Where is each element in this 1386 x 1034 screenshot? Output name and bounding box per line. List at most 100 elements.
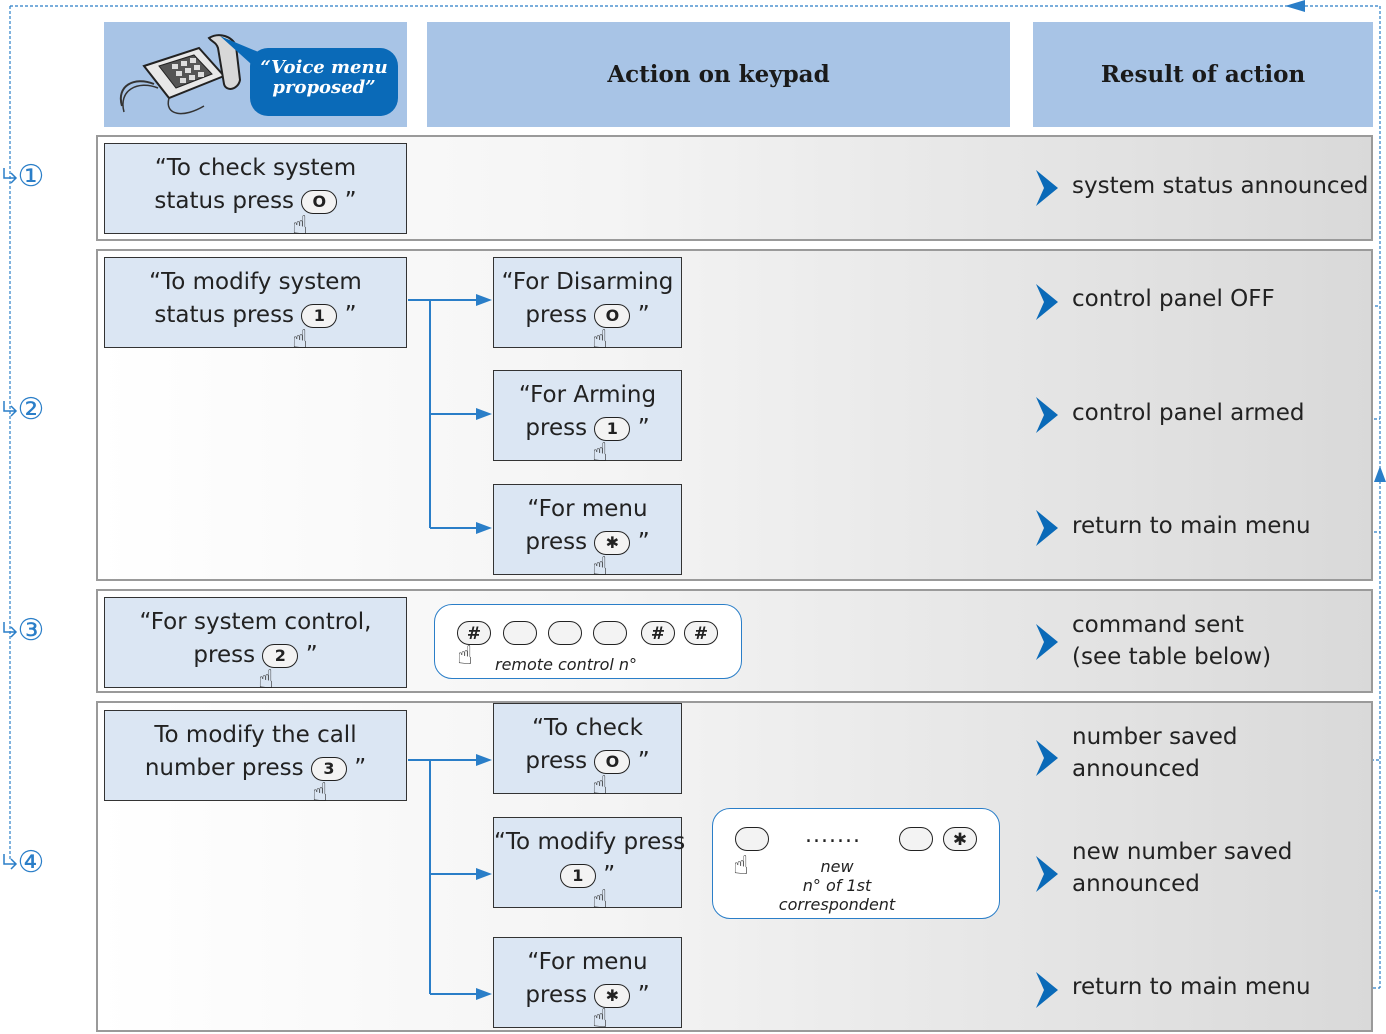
new-number-entry: ....... ✱ ☝ new n° of 1st correspondent bbox=[712, 808, 1000, 919]
result-panel-off: control panel OFF bbox=[1072, 286, 1275, 312]
prompt-line-2: status press O ” bbox=[105, 185, 406, 218]
quote-close: ” bbox=[637, 748, 650, 774]
option-line-2: press ✱ ” bbox=[494, 526, 681, 559]
chevron-right-icon bbox=[1036, 624, 1058, 660]
step-marker-2: ② bbox=[0, 393, 44, 429]
pressing-finger-icon: ☝ bbox=[457, 641, 473, 671]
key-2-icon: 2 bbox=[262, 643, 299, 668]
chevron-right-icon bbox=[1036, 170, 1058, 206]
pressing-finger-icon: ☝ bbox=[733, 851, 749, 881]
entry-caption: new n° of 1st correspondent bbox=[767, 857, 907, 914]
bubble-tail bbox=[220, 36, 268, 72]
quote-close: ” bbox=[344, 188, 357, 214]
result-status-announced: system status announced bbox=[1072, 173, 1369, 199]
step-arrow-icon bbox=[3, 622, 18, 638]
quote-close: ” bbox=[637, 302, 650, 328]
option-menu-call: “For menu press ✱ ” bbox=[493, 937, 682, 1028]
chevron-right-icon bbox=[1036, 397, 1058, 433]
result-line-1: number saved bbox=[1072, 724, 1238, 750]
prompt-text: number press bbox=[144, 755, 304, 781]
voice-menu-bubble bbox=[250, 48, 398, 116]
step-arrow-icon bbox=[3, 854, 18, 870]
prompt-check-status: “To check system status press O ” bbox=[104, 143, 407, 234]
option-menu: “For menu press ✱ ” bbox=[493, 484, 682, 575]
result-return-menu: return to main menu bbox=[1072, 513, 1311, 539]
option-line-2: press 1 ” bbox=[494, 412, 681, 445]
option-text: press bbox=[525, 529, 588, 555]
option-line-2: press ✱ ” bbox=[494, 979, 681, 1012]
key-0-icon: O bbox=[301, 189, 338, 214]
result-new-number-saved: new number saved announced bbox=[1072, 836, 1292, 900]
result-line-2: announced bbox=[1072, 871, 1200, 897]
prompt-line-1: “To check system bbox=[154, 155, 357, 181]
prompt-line-2: number press 3 ” bbox=[105, 752, 406, 785]
entry-caption-line-1: new bbox=[820, 857, 854, 876]
chevron-right-icon bbox=[1036, 284, 1058, 320]
result-line-1: command sent bbox=[1072, 612, 1244, 638]
remote-control-caption: remote control n° bbox=[495, 655, 638, 674]
branch-connector bbox=[408, 294, 492, 534]
result-line-2: (see table below) bbox=[1072, 644, 1272, 670]
quote-close: ” bbox=[637, 982, 650, 1008]
key-blank-icon bbox=[735, 827, 769, 851]
pressing-finger-icon: ☝ bbox=[292, 325, 308, 355]
step-number: ① bbox=[17, 159, 45, 194]
prompt-modify-status: “To modify system status press 1 ” bbox=[104, 257, 407, 348]
entry-caption-line-3: correspondent bbox=[778, 895, 896, 914]
key-hash-icon: # bbox=[641, 621, 675, 645]
key-blank-icon bbox=[593, 621, 627, 645]
chevron-right-icon bbox=[1036, 740, 1058, 776]
pressing-finger-icon: ☝ bbox=[292, 211, 308, 241]
option-line-1: “To check bbox=[532, 715, 643, 741]
step-arrow-icon bbox=[3, 168, 18, 184]
option-modify-number: “To modify press 1 ” bbox=[493, 817, 685, 908]
result-column-header: Result of action bbox=[1033, 22, 1373, 127]
pressing-finger-icon: ☝ bbox=[592, 552, 608, 582]
key-hash-icon: # bbox=[457, 621, 491, 645]
prompt-text: status press bbox=[154, 188, 295, 214]
entry-caption-line-2: n° of 1st bbox=[802, 876, 872, 895]
key-blank-icon bbox=[548, 621, 582, 645]
option-line-1: “For Arming bbox=[518, 382, 657, 408]
option-line-2: press O ” bbox=[494, 745, 681, 778]
result-number-saved: number saved announced bbox=[1072, 721, 1238, 785]
voice-menu-label: “Voice menu proposed” bbox=[260, 57, 388, 98]
option-text: press bbox=[525, 982, 588, 1008]
key-star-icon: ✱ bbox=[943, 827, 977, 851]
pressing-finger-icon: ☝ bbox=[592, 885, 608, 915]
quote-close: ” bbox=[637, 529, 650, 555]
chevron-right-icon bbox=[1036, 856, 1058, 892]
prompt-line-2: press 2 ” bbox=[105, 639, 406, 672]
step-number: ③ bbox=[17, 613, 45, 648]
action-column-header: Action on keypad bbox=[427, 22, 1010, 127]
option-text: press bbox=[525, 302, 588, 328]
branch-connector bbox=[408, 754, 492, 1000]
result-line-2: announced bbox=[1072, 756, 1200, 782]
option-line-2: press O ” bbox=[494, 299, 681, 332]
key-1-icon: 1 bbox=[301, 303, 338, 328]
quote-close: ” bbox=[354, 755, 367, 781]
option-disarming: “For Disarming press O ” bbox=[493, 257, 682, 348]
option-line-2: 1 ” bbox=[494, 859, 681, 892]
key-star-icon: ✱ bbox=[594, 983, 631, 1008]
prompt-line-1: To modify the call bbox=[154, 722, 357, 748]
prompt-line-1: “For system control, bbox=[139, 609, 372, 635]
option-check-number: “To check press O ” bbox=[493, 703, 682, 794]
key-3-icon: 3 bbox=[310, 756, 347, 781]
step-arrow-icon bbox=[3, 401, 18, 417]
key-hash-icon: # bbox=[684, 621, 718, 645]
step-marker-3: ③ bbox=[0, 614, 44, 650]
pressing-finger-icon: ☝ bbox=[592, 1004, 608, 1034]
pressing-finger-icon: ☝ bbox=[592, 438, 608, 468]
telephone-icon bbox=[119, 34, 242, 115]
quote-close: ” bbox=[637, 415, 650, 441]
quote-close: ” bbox=[344, 302, 357, 328]
key-0-icon: O bbox=[594, 303, 631, 328]
key-blank-icon bbox=[899, 827, 933, 851]
prompt-text: press bbox=[193, 642, 256, 668]
prompt-system-control: “For system control, press 2 ” bbox=[104, 597, 407, 688]
key-1-icon: 1 bbox=[594, 416, 631, 441]
prompt-line-1: “To modify system bbox=[149, 269, 362, 295]
result-panel-armed: control panel armed bbox=[1072, 400, 1305, 426]
step-marker-1: ① bbox=[0, 160, 44, 196]
